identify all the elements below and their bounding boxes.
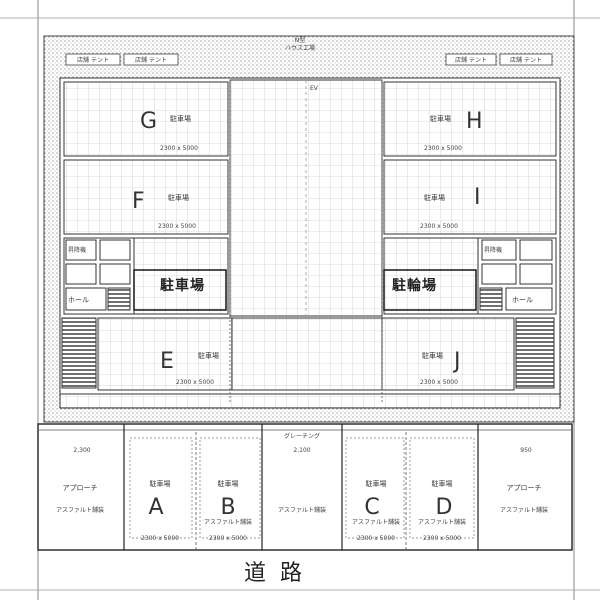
dimension-right: 950: [520, 447, 532, 454]
top-tag-3: 店舗 テント: [455, 56, 487, 64]
stall-h-label: 駐車場: [430, 114, 451, 123]
stall-e: E 駐車場 2300 x 5000: [97, 317, 233, 391]
stall-c-letter: C: [364, 495, 379, 520]
left-ev-label: 昇降機: [68, 246, 86, 254]
center-lane-lower: [231, 317, 383, 391]
left-middle-label: 駐車場: [160, 277, 205, 294]
stall-j-label: 駐車場: [422, 351, 443, 360]
right-ev-label: 昇降機: [484, 246, 502, 254]
stall-b-size: 2300 x 5000: [209, 535, 247, 542]
middle-left: 昇降機 ホール 駐車場: [63, 237, 229, 315]
road-label: 道路: [244, 561, 316, 586]
stall-b: 駐車場 B アスファルト舗装 2300 x 5000: [204, 479, 252, 542]
stall-f: F 駐車場 2300 x 5000: [63, 159, 229, 235]
stall-d-letter: D: [436, 495, 453, 520]
center-surface: アスファルト舗装: [278, 506, 326, 514]
right-middle-label: 駐輪場: [392, 277, 437, 294]
top-tag-1: 店舗 テント: [77, 56, 109, 64]
stall-g-label: 駐車場: [170, 114, 191, 123]
north-label: N型: [295, 36, 306, 44]
stall-j: J 駐車場 2300 x 5000: [381, 317, 515, 391]
stall-e-size: 2300 x 5000: [176, 379, 214, 386]
boundary-label: ハウス工場: [285, 44, 315, 52]
stall-b-letter: B: [220, 495, 235, 520]
left-stairs: [61, 317, 97, 389]
stall-a-label: 駐車場: [150, 479, 171, 488]
stall-f-size: 2300 x 5000: [158, 223, 196, 230]
stall-b-surface: アスファルト舗装: [204, 518, 252, 526]
dimension-center: 2,100: [293, 447, 310, 454]
stall-e-letter: E: [160, 349, 174, 374]
approach-right-label: アプローチ: [507, 484, 542, 492]
stall-a: 駐車場 A 2300 x 5000: [141, 479, 179, 542]
stall-d-surface: アスファルト舗装: [418, 518, 466, 526]
middle-right: 昇降機 ホール 駐輪場: [383, 237, 557, 315]
stall-g-size: 2300 x 5000: [160, 145, 198, 152]
stall-f-letter: F: [132, 189, 145, 214]
left-hall-label: ホール: [68, 296, 89, 304]
stall-h-size: 2300 x 5000: [424, 145, 462, 152]
stall-i-label: 駐車場: [424, 193, 445, 202]
stall-i-letter: I: [474, 185, 481, 210]
south-area: [37, 423, 573, 551]
stall-f-label: 駐車場: [168, 193, 189, 202]
stall-d-label: 駐車場: [432, 479, 453, 488]
stall-h-letter: H: [466, 109, 483, 134]
stall-h: H 駐車場 2300 x 5000: [383, 81, 557, 157]
grating-label: グレーチング: [284, 432, 320, 440]
stall-c-surface: アスファルト舗装: [352, 518, 400, 526]
center-mark: EV: [310, 85, 319, 92]
stall-j-letter: J: [452, 349, 461, 374]
stall-j-size: 2300 x 5000: [420, 379, 458, 386]
stall-i-size: 2300 x 5000: [420, 223, 458, 230]
stall-d-size: 2300 x 5000: [423, 535, 461, 542]
top-tag-4: 店舗 テント: [510, 56, 542, 64]
approach-right-surface: アスファルト舗装: [500, 506, 548, 514]
right-stairs: [515, 317, 555, 389]
stall-c-size: 2300 x 5000: [357, 535, 395, 542]
stall-b-label: 駐車場: [218, 479, 239, 488]
approach-left-label: アプローチ: [63, 484, 98, 492]
stall-c: 駐車場 C アスファルト舗装 2300 x 5000: [352, 479, 400, 542]
dimension-left: 2,300: [73, 447, 90, 454]
approach-left-surface: アスファルト舗装: [56, 506, 104, 514]
stall-i: I 駐車場 2300 x 5000: [383, 159, 557, 235]
stall-a-letter: A: [148, 495, 163, 520]
top-tags: 店舗 テント 店舗 テント 店舗 テント 店舗 テント: [65, 53, 553, 66]
stall-g-letter: G: [140, 109, 157, 134]
stall-d: 駐車場 D アスファルト舗装 2300 x 5000: [418, 479, 466, 542]
stall-c-label: 駐車場: [366, 479, 387, 488]
stall-g: G 駐車場 2300 x 5000: [63, 81, 229, 157]
top-tag-2: 店舗 テント: [135, 56, 167, 64]
stall-e-label: 駐車場: [198, 351, 219, 360]
right-hall-label: ホール: [512, 296, 533, 304]
stall-a-size: 2300 x 5000: [141, 535, 179, 542]
